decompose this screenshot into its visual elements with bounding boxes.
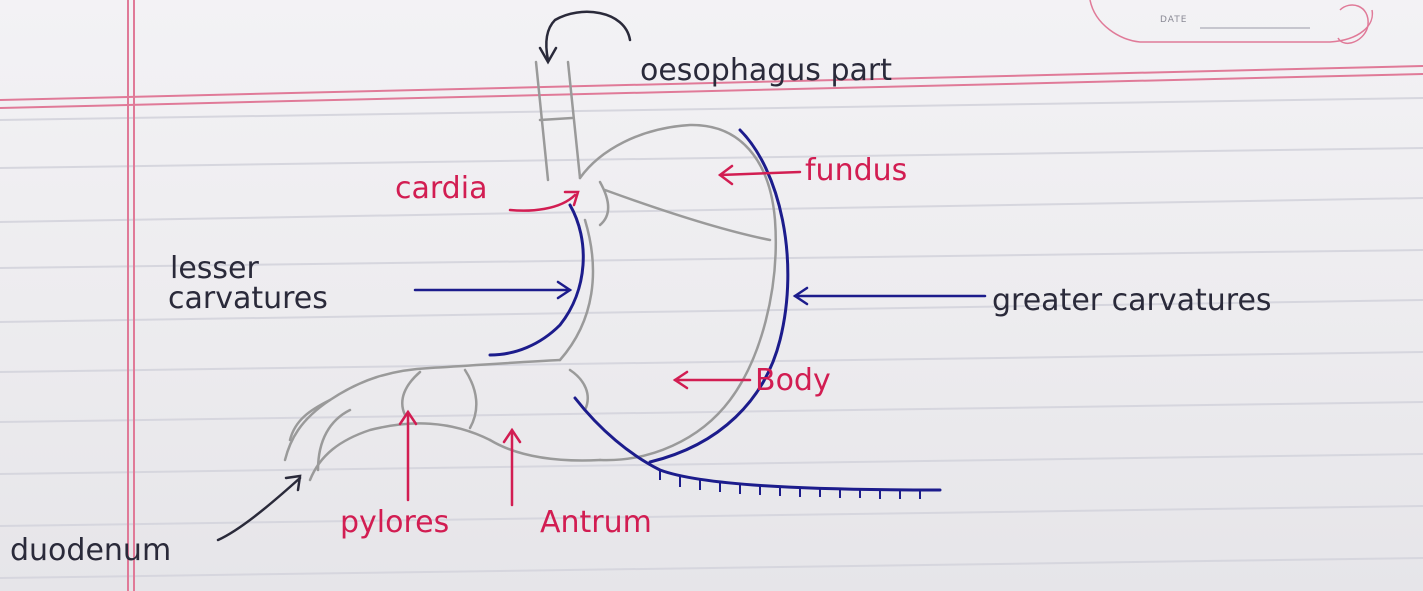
label-antrum: Antrum <box>540 505 652 540</box>
label-body: Body <box>755 363 831 398</box>
label-duodenum: duodenum <box>10 533 171 568</box>
date-stamp <box>1090 0 1372 43</box>
label-lesser-line2: carvatures <box>168 281 328 316</box>
label-pylorus: pylores <box>340 505 449 540</box>
label-oesophagus-part: oesophagus part <box>640 53 892 88</box>
hatch-marks <box>660 470 920 499</box>
ruled-lines <box>0 98 1423 578</box>
date-label: DATE <box>1160 15 1187 25</box>
label-cardia: cardia <box>395 171 487 206</box>
label-fundus: fundus <box>805 153 907 188</box>
label-greater-curvature: greater carvatures <box>992 283 1272 318</box>
lesser-curvature-line <box>490 205 583 355</box>
